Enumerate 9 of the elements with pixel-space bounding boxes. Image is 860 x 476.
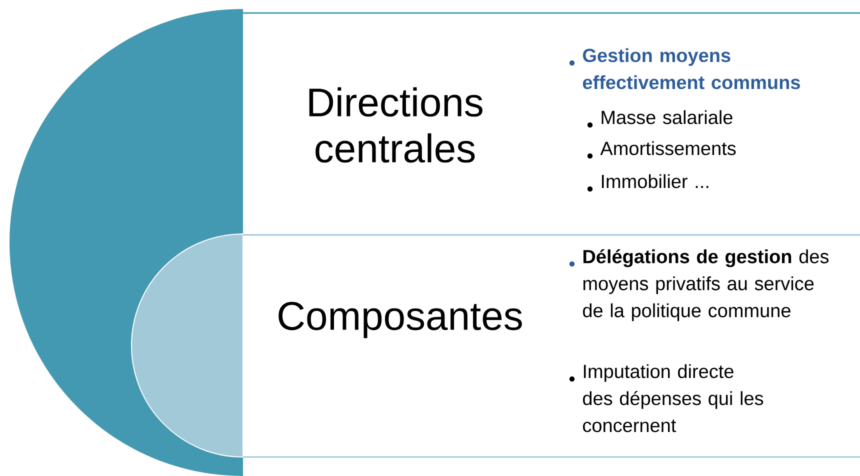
- bullet-text: Imputation directe des dépenses qui les concernent: [583, 364, 764, 432]
- band: [243, 234, 860, 458]
- bullet-text: Délégations de gestion des moyens privatifs au service de la politique commune: [583, 249, 829, 322]
- heading-text: Directions centrales: [309, 87, 482, 163]
- bullet-text: Immobilier ...: [602, 174, 708, 188]
- bullet-text: Masse salariale: [602, 110, 732, 124]
- heading-text: Composantes: [278, 302, 522, 338]
- bullet-text: Gestion moyens effectivement communs: [582, 48, 800, 90]
- bullet-text: Amortissements: [600, 141, 736, 156]
